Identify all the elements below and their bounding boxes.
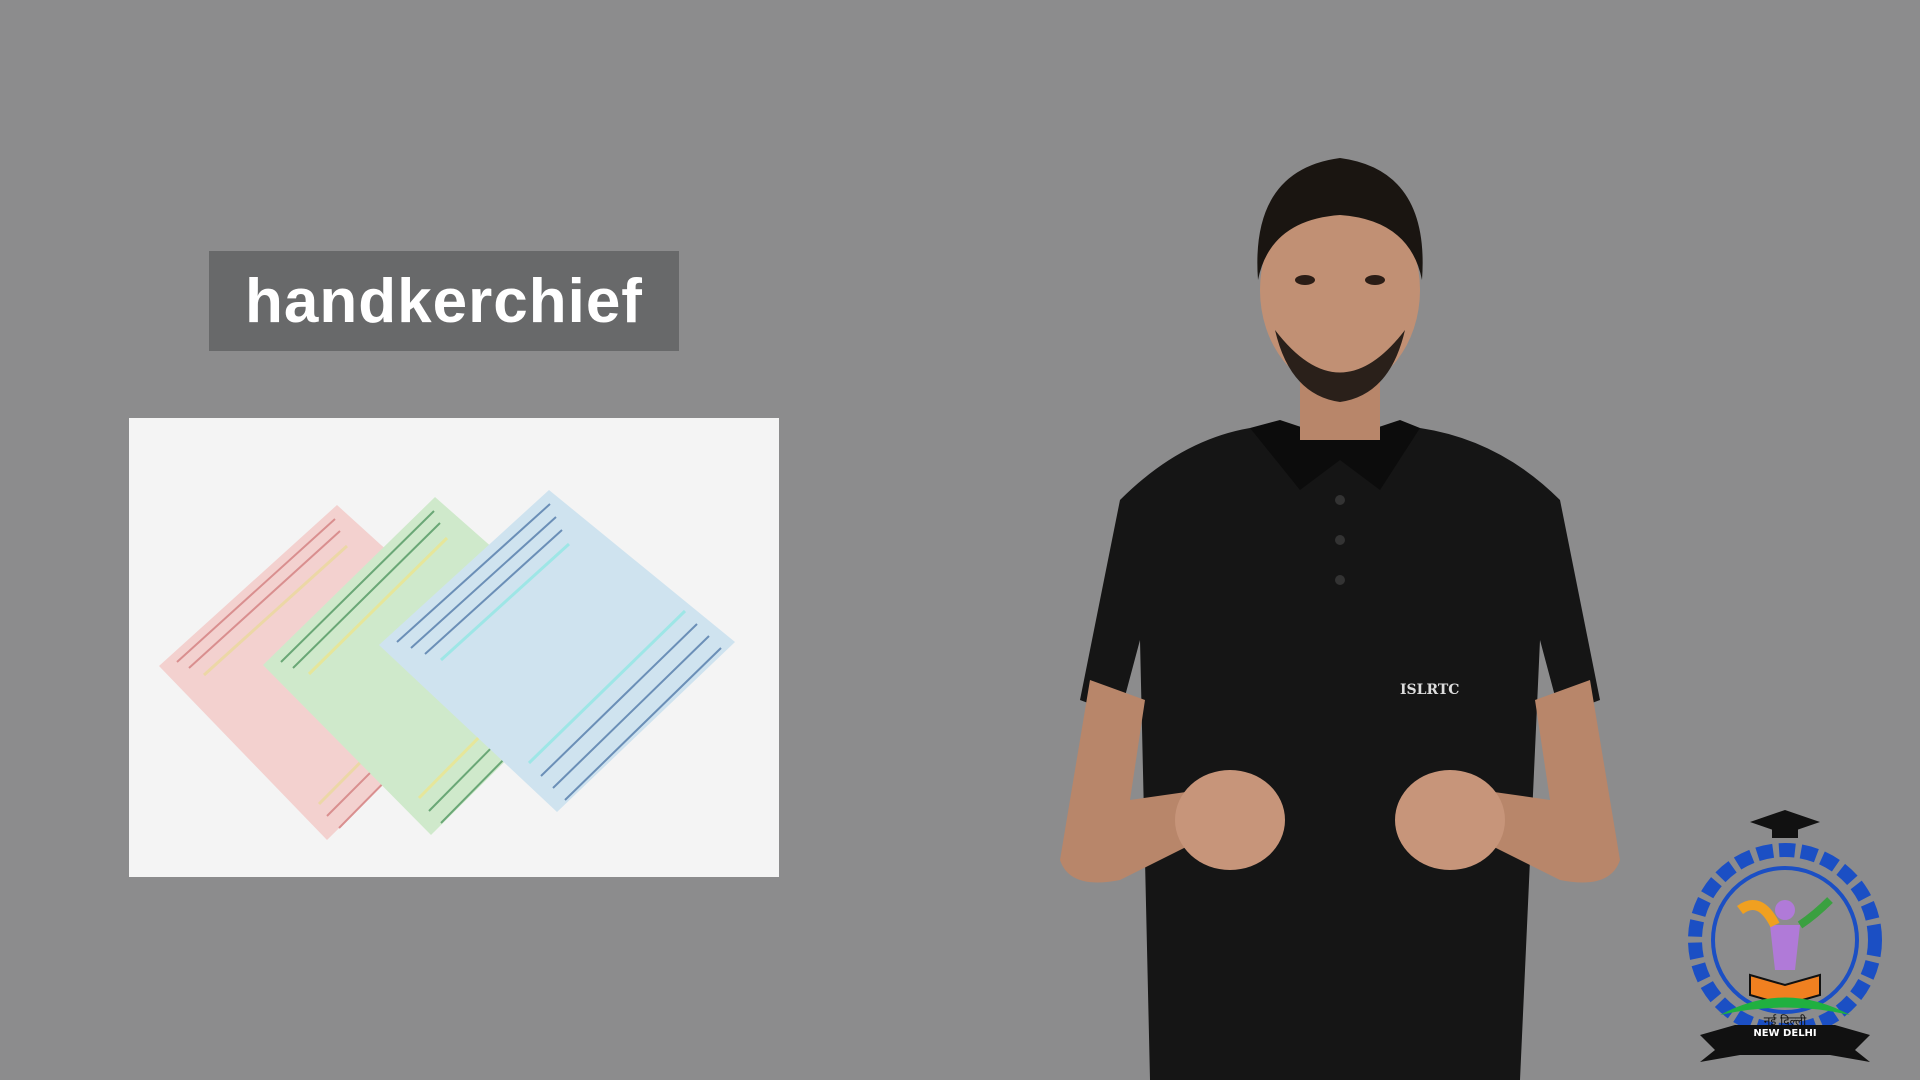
handkerchief-photo	[129, 418, 779, 877]
handkerchief-illustration	[159, 490, 735, 840]
right-arm	[1480, 680, 1620, 883]
word-caption-card: handkerchief	[209, 251, 679, 351]
shirt-logo-text: ISLRTC	[1400, 682, 1459, 698]
right-hand	[1395, 770, 1505, 870]
presenter-illustration: ISLRTC	[1060, 158, 1620, 1080]
sign-language-presenter: ISLRTC	[1000, 140, 1680, 1080]
black-polo-shirt	[1080, 428, 1600, 1080]
presenter-face	[1260, 190, 1420, 390]
left-hand	[1175, 770, 1285, 870]
logo-caption-hindi: नई दिल्ली	[1763, 1014, 1807, 1028]
blue-handkerchief	[379, 490, 735, 812]
logo-caption-english: NEW DELHI	[1753, 1028, 1817, 1039]
logo-emblem	[1688, 810, 1882, 1062]
left-arm	[1060, 680, 1200, 883]
islrtc-logo: नई दिल्ली NEW DELHI	[1680, 800, 1890, 1070]
word-caption: handkerchief	[245, 266, 643, 336]
